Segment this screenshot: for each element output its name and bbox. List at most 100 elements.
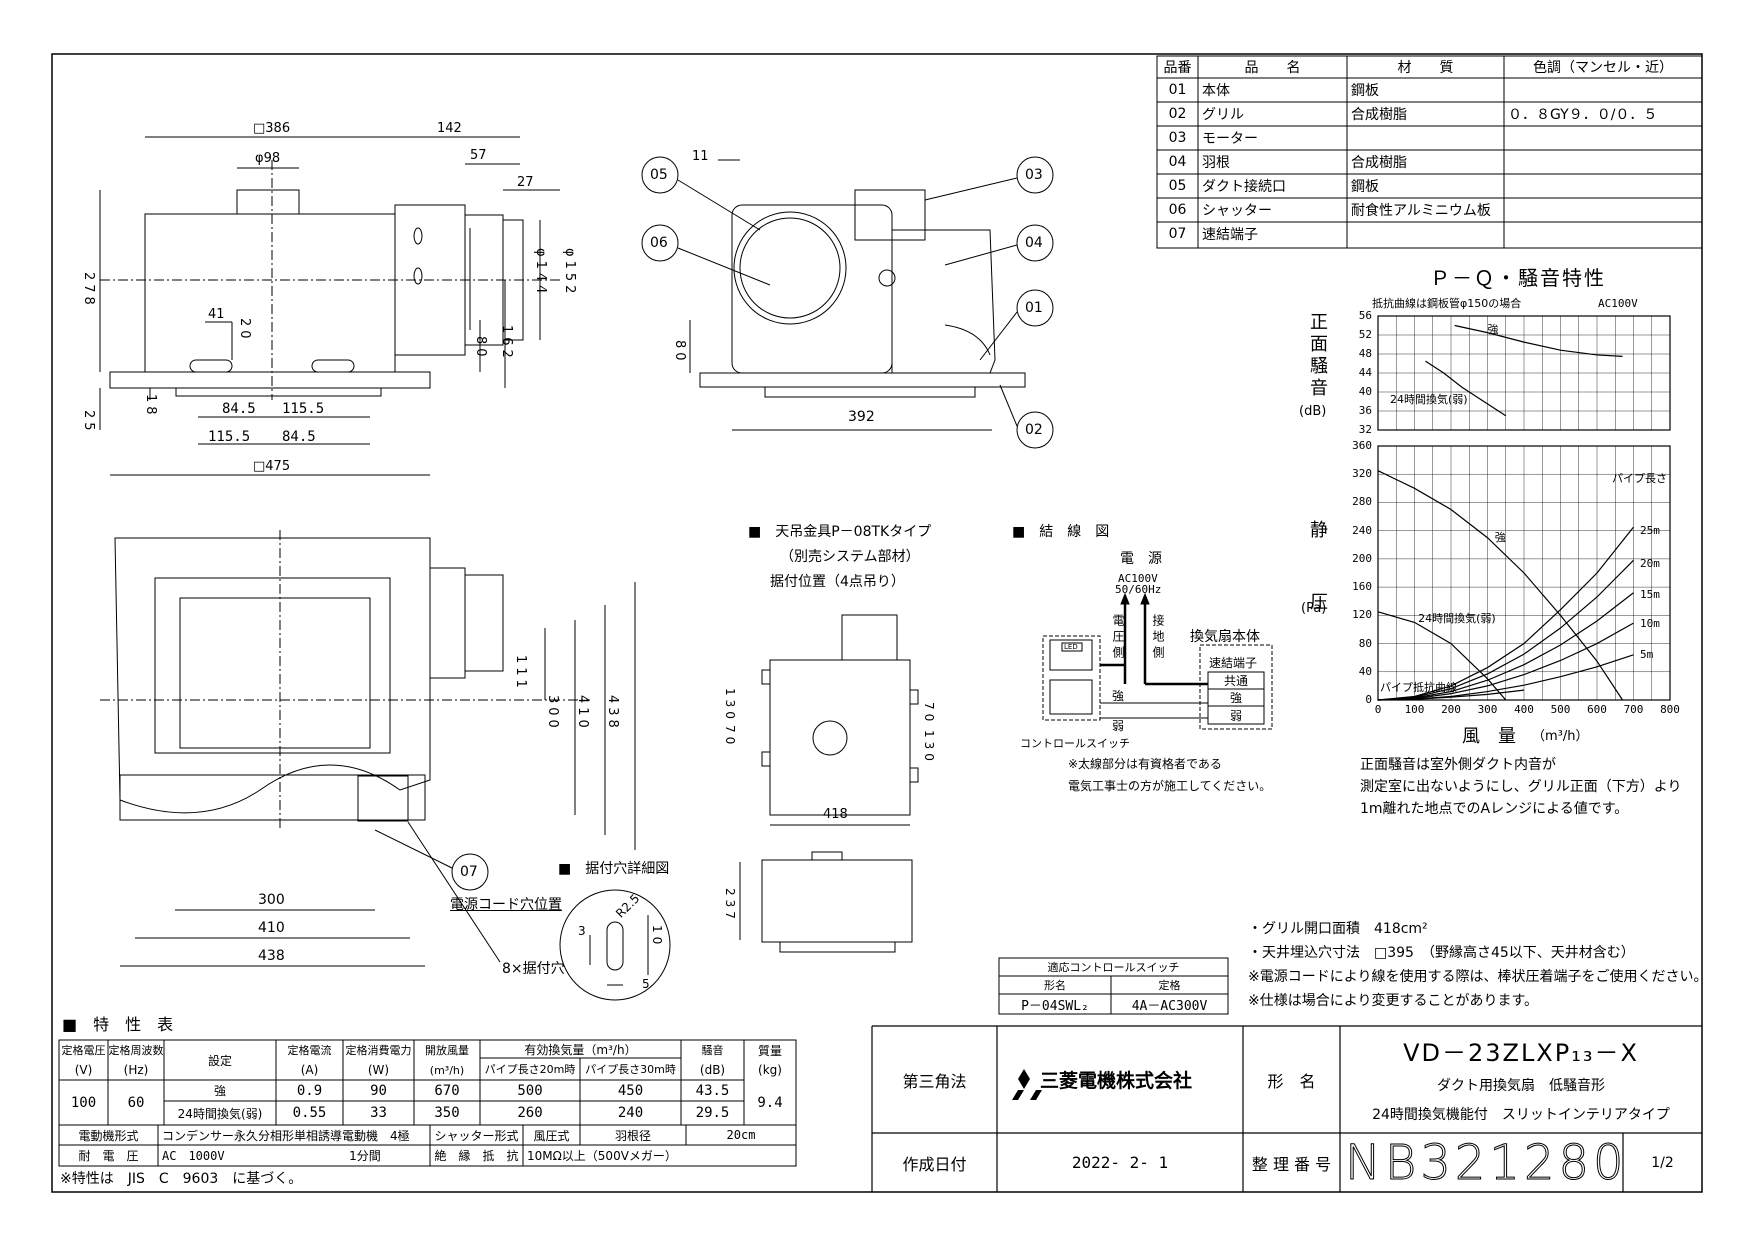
char-e30: 240 <box>617 1105 644 1121</box>
char-current: 0.9 <box>296 1082 323 1099</box>
dim-label: 130 <box>922 730 936 765</box>
mitsubishi-logo-icon <box>1012 1069 1042 1100</box>
dim-label: 438 <box>605 695 620 732</box>
title-block-grid <box>871 1025 1702 1192</box>
series-label: パイプ抵抗曲線 <box>1380 681 1457 695</box>
y-tick-label: 160 <box>1352 580 1372 594</box>
h-open-flow-unit: (m³/h) <box>429 1063 465 1077</box>
series-パイプ抵抗曲線 <box>1377 689 1525 701</box>
series-24時間換気(弱) <box>1425 360 1507 417</box>
part-name: 羽根 <box>1202 155 1230 171</box>
shutter-label: シャッター形式 <box>434 1128 519 1143</box>
hanger-title: ■ 天吊金具P－08TKタイプ <box>748 524 932 540</box>
char-setting: 強 <box>213 1084 226 1098</box>
char-open: 350 <box>434 1105 460 1121</box>
x-tick-label: 700 <box>1623 703 1644 716</box>
dim-label: φ152 <box>562 248 577 298</box>
noise-axis-label: 正面騒音 <box>1307 312 1328 400</box>
part-color <box>1504 150 1702 174</box>
model-number: VD－23ZLXP₁₃－X <box>1403 1038 1639 1067</box>
date-label: 作成日付 <box>902 1154 967 1174</box>
dim-label: 27 <box>517 175 534 190</box>
insulation-label: 絶 縁 抵 抗 <box>434 1149 519 1163</box>
callout-06: 06 <box>650 235 668 251</box>
dim-label: 410 <box>258 920 285 936</box>
dim-label: □386 <box>253 121 291 136</box>
withstand-value: AC 1000V <box>162 1149 225 1163</box>
pressure-chart <box>1377 445 1671 701</box>
pipe-length-series-label: 5m <box>1640 648 1654 662</box>
callout-02: 02 <box>1025 422 1043 438</box>
parts-header-name: 品 名 <box>1244 60 1301 76</box>
dim-label: 438 <box>258 948 285 964</box>
cord-hole-label: 電源コード穴位置 <box>450 897 562 913</box>
h-setting: 設定 <box>207 1053 232 1068</box>
x-tick-label: 200 <box>1441 703 1461 716</box>
series-24時間換気(弱) <box>1377 611 1507 701</box>
char-e30: 450 <box>617 1082 644 1099</box>
terminal-common: 共通 <box>1223 674 1248 688</box>
dim-label: 5 <box>642 977 650 991</box>
dim-label: 18 <box>143 394 158 419</box>
voltage-label: AC100V <box>1118 572 1158 585</box>
char-table-grid <box>58 1039 797 1167</box>
series-label: 24時間換気(弱) <box>1390 393 1468 407</box>
terminal-label: 速結端子 <box>1209 656 1258 670</box>
dim-label: 70 <box>922 702 936 726</box>
dim-label: 115.5 <box>208 429 251 445</box>
char-open: 670 <box>434 1082 460 1099</box>
side-view <box>689 159 1026 431</box>
part-name: ダクト接続口 <box>1202 179 1286 195</box>
pipe-length-series-label: 25m <box>1640 524 1660 538</box>
y-tick-label: 80 <box>1358 636 1372 650</box>
dim-label: 20 <box>237 318 252 343</box>
part-color <box>1504 78 1702 102</box>
h-eff30: パイプ長さ30m時 <box>585 1063 676 1076</box>
dim-label: 41 <box>208 307 225 322</box>
h-noise-unit: (dB) <box>699 1063 726 1077</box>
y-tick-label: 56 <box>1358 309 1372 322</box>
insulation-value: 10MΩ以上（500Vメガー） <box>527 1149 677 1163</box>
chart-title: Ｐ－Ｑ・騒音特性 <box>1430 266 1606 290</box>
part-number: 03 <box>1168 130 1187 146</box>
bottom-view <box>100 530 636 967</box>
pipe-length-series-label: 10m <box>1640 617 1660 631</box>
h-current-unit: (A) <box>300 1063 319 1077</box>
dim-label: 300 <box>258 892 285 908</box>
value-mass: 9.4 <box>757 1094 783 1111</box>
spec-note: ・グリル開口面積 418cm² <box>1248 921 1428 937</box>
h-mass-unit: (kg) <box>758 1063 782 1077</box>
noise-chart <box>1377 315 1671 431</box>
projection-method: 第三角法 <box>902 1071 967 1091</box>
y-tick-label: 48 <box>1358 347 1372 360</box>
chart-voltage: AC100V <box>1598 297 1638 310</box>
part-name: 速結端子 <box>1202 227 1258 243</box>
pipe-length-series-label: 15m <box>1640 587 1660 601</box>
control-switch-label: コントロールスイッチ <box>1020 737 1130 750</box>
part-number: 05 <box>1168 178 1187 194</box>
dim-label: 111 <box>513 655 528 692</box>
model-label: 形 名 <box>1267 1071 1316 1091</box>
power-label: 電 源 <box>1120 551 1162 567</box>
y-tick-label: 52 <box>1358 328 1372 341</box>
series-強 <box>1377 470 1624 701</box>
char-table-title: ■ 特 性 表 <box>62 1015 174 1034</box>
h-freq-unit: (Hz) <box>123 1063 149 1077</box>
part-color <box>1504 198 1702 222</box>
flow-axis-label: 風 量 <box>1462 726 1516 747</box>
char-current: 0.55 <box>292 1105 327 1121</box>
char-setting: 24時間換気(弱) <box>177 1106 263 1121</box>
pipe-length-series-label: 20m <box>1640 556 1660 570</box>
h-noise: 騒音 <box>701 1044 724 1057</box>
shutter-value: 風圧式 <box>533 1128 570 1143</box>
callout-03: 03 <box>1025 167 1043 183</box>
h-eff: 有効換気量（m³/h） <box>524 1042 637 1057</box>
wiring-note-2: 電気工事士の方が施工してください。 <box>1068 779 1272 793</box>
part-material <box>1347 222 1504 246</box>
switch-model: P－04SWL₂ <box>1021 998 1089 1014</box>
part-color <box>1504 126 1702 150</box>
hole-detail-title: ■ 据付穴詳細図 <box>558 861 670 877</box>
dim-label: φ98 <box>255 151 281 166</box>
spec-note: ・天井埋込穴寸法 □395 （野縁高さ45以下、天井材含む） <box>1248 945 1635 961</box>
switch-table-title: 適応コントロールスイッチ <box>1047 961 1180 974</box>
